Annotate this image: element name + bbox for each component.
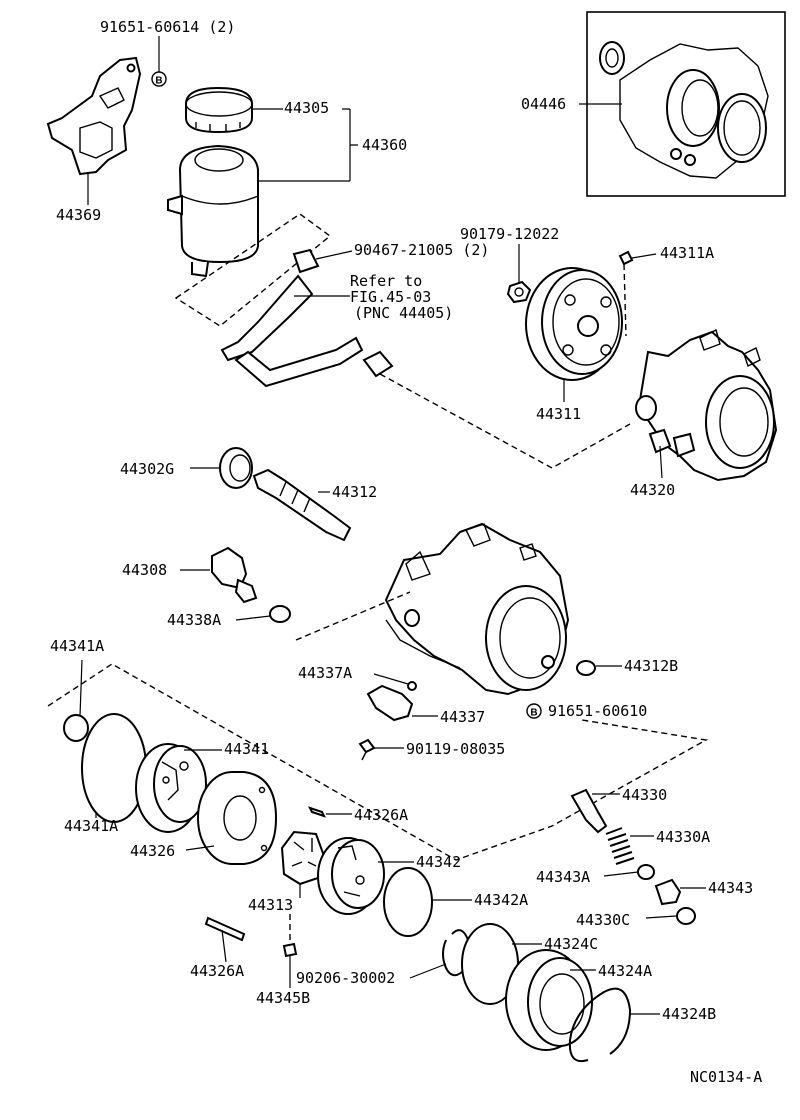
svg-text:B: B: [155, 76, 162, 87]
label-44324B: 44324B: [662, 1005, 717, 1023]
label-91651-60614: 91651-60614 (2): [100, 18, 236, 36]
label-44308: 44308: [122, 561, 168, 579]
label-44326A-top: 44326A: [354, 806, 409, 824]
valve-44337: [366, 684, 438, 722]
shaft-44312: [252, 468, 352, 542]
pressure-plate-44342: [317, 837, 414, 915]
label-refer-fig: FIG.45-03: [350, 288, 432, 306]
bearing-44302G: [190, 447, 253, 489]
o-ring-44342A: [383, 867, 472, 937]
label-91651-60610: 91651-60610: [548, 702, 648, 720]
label-90206-30002: 90206-30002: [296, 969, 396, 987]
label-44343: 44343: [708, 879, 754, 897]
diagram-code: NC0134-A: [690, 1068, 763, 1086]
o-ring-44338A: [235, 605, 291, 623]
ring-44324B: [568, 987, 660, 1062]
bolt-marker-2: B: [526, 703, 542, 719]
bolt-marker-1: B: [151, 36, 167, 87]
dashed-group-cartridge: [47, 663, 709, 861]
label-44324A: 44324A: [598, 962, 653, 980]
label-44345B: 44345B: [256, 989, 311, 1007]
side-plate-44341: [135, 743, 222, 833]
vane-44326A-top: [308, 806, 352, 818]
snap-ring-90206: [409, 929, 471, 979]
label-44330: 44330: [622, 786, 668, 804]
pin-44345B: [282, 942, 298, 988]
repair-kit-box-04446: [579, 11, 786, 197]
o-ring-44324C: [461, 923, 542, 1005]
hose-clamp-90467: [292, 248, 353, 274]
dashed-link-hose-pump: [379, 373, 631, 469]
reservoir-tank-44360: [167, 144, 350, 278]
label-44342A: 44342A: [474, 891, 529, 909]
bracket-lines-44360: [342, 108, 358, 181]
label-44311: 44311: [536, 405, 582, 423]
label-44338A: 44338A: [167, 611, 222, 629]
label-90467-21005: 90467-21005 (2): [354, 241, 490, 259]
label-44360: 44360: [362, 136, 408, 154]
bracket-44369: [46, 56, 142, 205]
label-44342: 44342: [416, 853, 462, 871]
o-ring-44343A: [603, 864, 655, 880]
o-ring-44337A: [373, 673, 417, 691]
vane-44326A-bottom: [204, 916, 246, 963]
label-44341A-top: 44341A: [50, 637, 105, 655]
label-44337A: 44337A: [298, 664, 353, 682]
cam-ring-44326: [185, 771, 278, 865]
label-44302G: 44302G: [120, 460, 175, 478]
label-44337: 44337: [440, 708, 486, 726]
label-44312B: 44312B: [624, 657, 679, 675]
label-90179-12022: 90179-12022: [460, 225, 560, 243]
o-ring-44341A-small: [63, 659, 89, 742]
spring-44330A: [605, 827, 654, 865]
label-44312: 44312: [332, 483, 378, 501]
label-44341A-bottom: 44341A: [64, 817, 119, 835]
label-44343A: 44343A: [536, 868, 591, 886]
label-04446: 04446: [521, 95, 567, 113]
label-90119-08035: 90119-08035: [406, 740, 506, 758]
svg-text:B: B: [530, 708, 537, 719]
o-ring-44341A-large: [81, 713, 147, 823]
label-44313: 44313: [248, 896, 294, 914]
label-44320: 44320: [630, 481, 676, 499]
label-44311A: 44311A: [660, 244, 715, 262]
label-44326A-bottom: 44326A: [190, 962, 245, 980]
bolt-90119: [358, 738, 404, 761]
nut-90179: [506, 244, 532, 304]
valve-44330: [570, 788, 620, 834]
pump-housing: [384, 522, 570, 696]
plug-44343: [654, 878, 706, 906]
cover-44324A: [505, 949, 596, 1051]
label-refer-to: Refer to: [350, 272, 423, 290]
label-44324C: 44324C: [544, 935, 599, 953]
label-44326: 44326: [130, 842, 176, 860]
label-44330C: 44330C: [576, 911, 631, 929]
snap-ring-44330C: [645, 907, 696, 925]
label-44341: 44341: [224, 740, 270, 758]
label-44330A: 44330A: [656, 828, 711, 846]
label-refer-pnc: (PNC 44405): [354, 304, 454, 322]
dashed-link-oring: [295, 591, 411, 641]
pump-assembly-44320: [635, 328, 778, 482]
reservoir-cap-44305: [185, 86, 283, 134]
rotor-44313: [280, 830, 326, 898]
snap-ring-44312B: [576, 660, 622, 676]
label-44369: 44369: [56, 206, 102, 224]
key-44311A: [618, 250, 657, 337]
fitting-44308: [180, 546, 258, 604]
label-44305: 44305: [284, 99, 330, 117]
suction-hose: [220, 274, 394, 388]
pulley-44311: [525, 267, 623, 402]
